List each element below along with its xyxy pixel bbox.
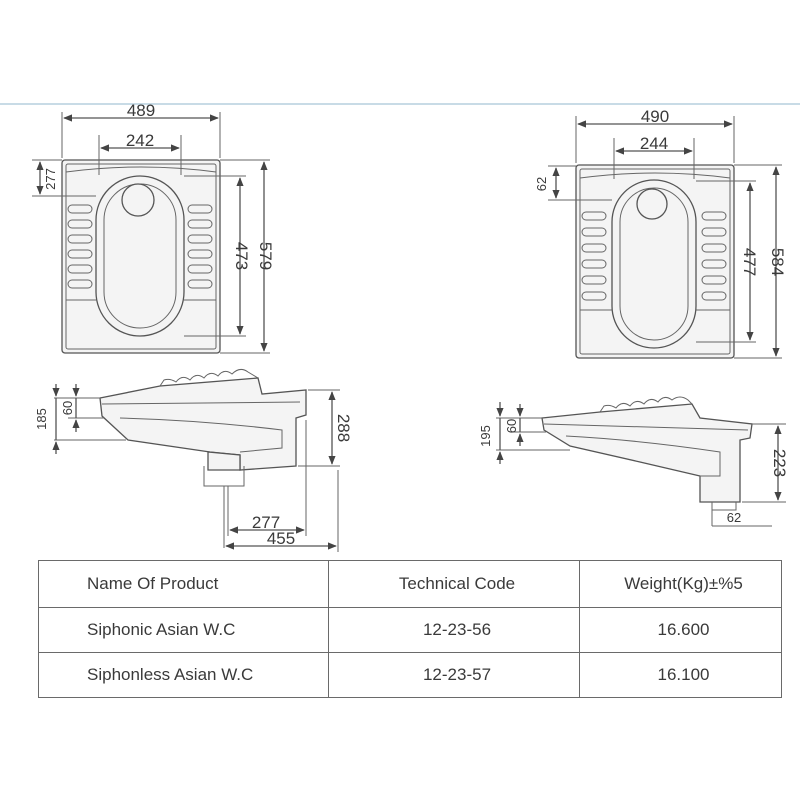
dim-height-rim: 60 bbox=[60, 401, 75, 415]
cell-technical-code: 12-23-57 bbox=[328, 652, 580, 698]
left-top-view: 489 242 277 473 579 bbox=[32, 101, 275, 354]
right-top-view: 490 244 62 477 584 bbox=[534, 107, 787, 359]
dim-length-inner: 477 bbox=[740, 248, 759, 276]
dim-width-inner: 242 bbox=[126, 131, 154, 150]
table-row: Siphonless Asian W.C 12-23-57 16.100 bbox=[38, 652, 782, 698]
dim-width-inner: 244 bbox=[640, 134, 668, 153]
dim-height-total: 185 bbox=[34, 408, 49, 430]
drain-hole bbox=[121, 183, 155, 217]
technical-drawing: 489 242 277 473 579 490 bbox=[32, 101, 789, 552]
dim-height-total: 195 bbox=[478, 425, 493, 447]
dim-outlet-offset: 277 bbox=[252, 513, 280, 532]
header-product-name: Name Of Product bbox=[38, 560, 329, 608]
product-spec-table: Name Of Product Technical Code Weight(Kg… bbox=[38, 560, 782, 698]
dim-length-total: 455 bbox=[267, 529, 295, 548]
dim-width-total: 489 bbox=[127, 101, 155, 120]
cell-technical-code: 12-23-56 bbox=[328, 607, 580, 653]
cell-product-name: Siphonless Asian W.C bbox=[38, 652, 329, 698]
dim-length-total: 584 bbox=[768, 248, 787, 276]
cell-weight: 16.100 bbox=[579, 652, 782, 698]
left-side-view: 185 60 288 277 455 bbox=[34, 368, 353, 552]
bowl-opening bbox=[611, 179, 697, 349]
dim-height-outlet: 223 bbox=[770, 449, 789, 477]
table-row: Siphonic Asian W.C 12-23-56 16.600 bbox=[38, 607, 782, 653]
table-header-row: Name Of Product Technical Code Weight(Kg… bbox=[38, 560, 782, 608]
drain-hole bbox=[636, 188, 668, 220]
dim-outlet-width: 62 bbox=[727, 510, 741, 525]
dim-height-outlet: 288 bbox=[334, 414, 353, 442]
dim-depth-step: 62 bbox=[534, 177, 549, 191]
bowl-opening bbox=[95, 175, 185, 337]
top-rule bbox=[0, 103, 800, 105]
dim-height-rim: 60 bbox=[504, 419, 519, 433]
dim-length-total: 579 bbox=[256, 242, 275, 270]
cell-weight: 16.600 bbox=[579, 607, 782, 653]
dim-depth-step: 277 bbox=[43, 168, 58, 190]
dim-width-total: 490 bbox=[641, 107, 669, 126]
header-technical-code: Technical Code bbox=[328, 560, 580, 608]
header-weight: Weight(Kg)±%5 bbox=[579, 560, 782, 608]
dim-length-inner: 473 bbox=[232, 242, 251, 270]
cell-product-name: Siphonic Asian W.C bbox=[38, 607, 329, 653]
right-side-view: 195 60 223 62 bbox=[478, 396, 789, 527]
